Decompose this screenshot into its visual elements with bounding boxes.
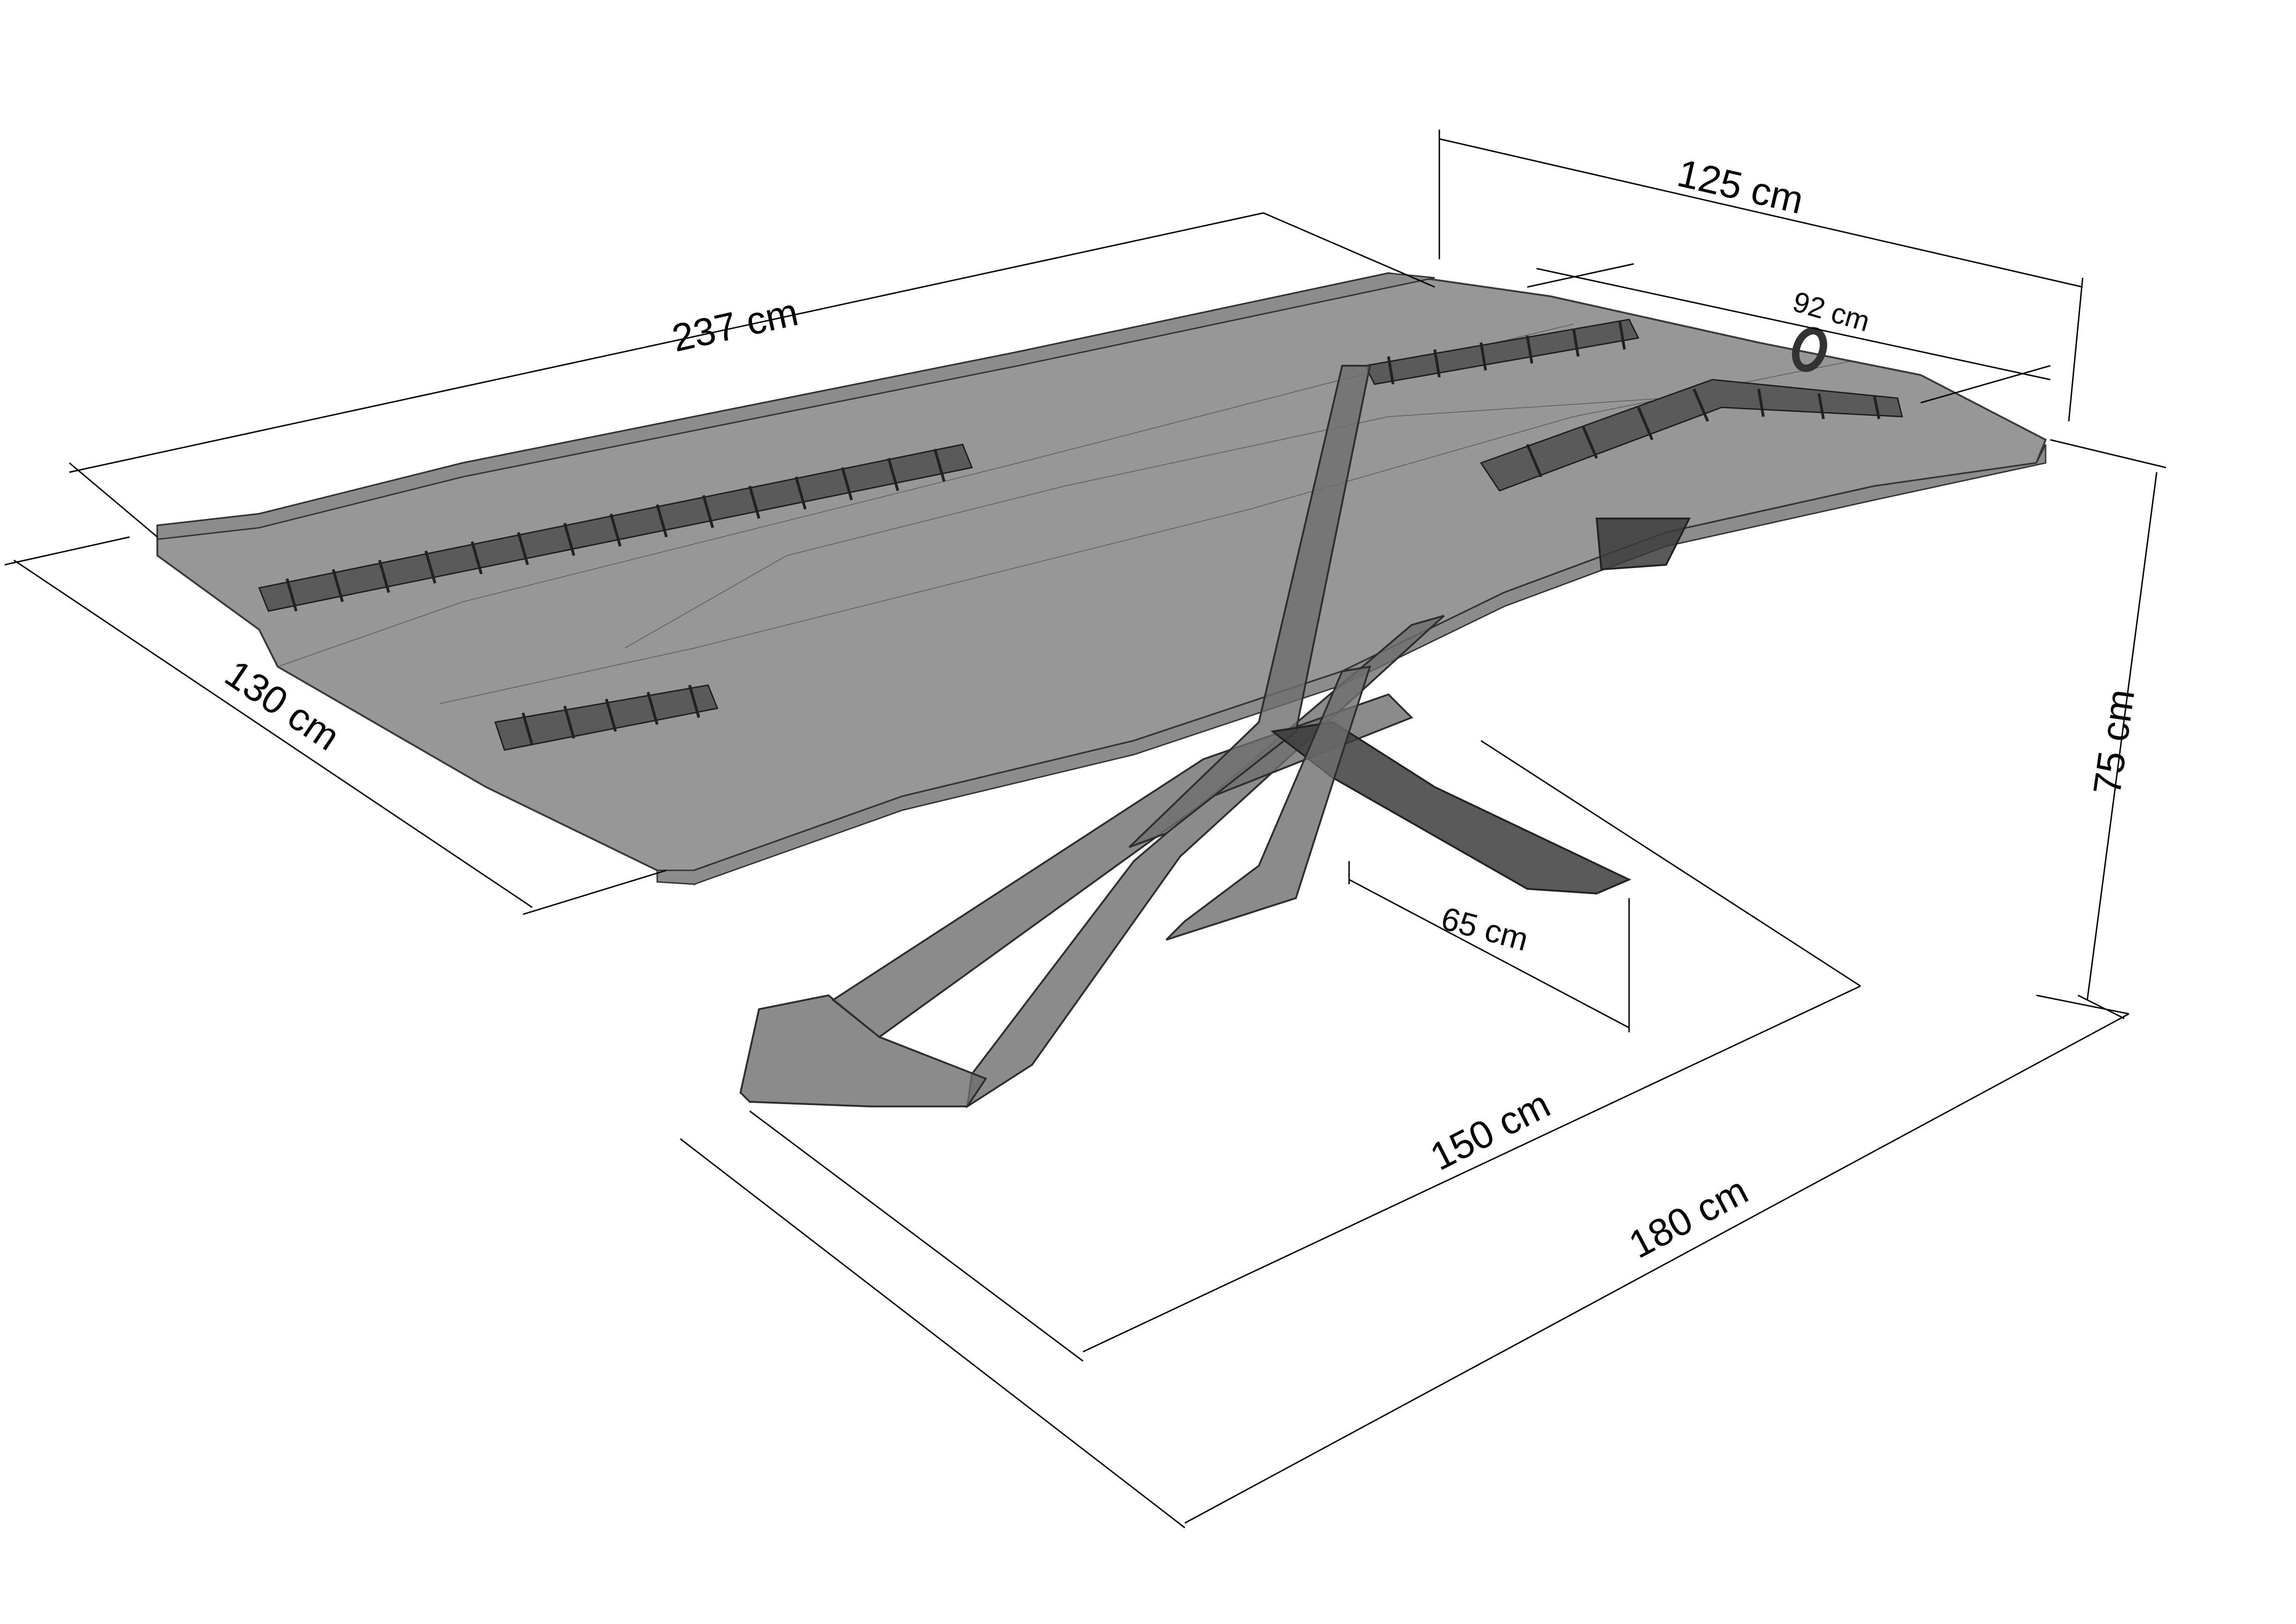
table-legs (739, 365, 1691, 1109)
dimension-label-150: 150 cm (1423, 1082, 1556, 1179)
leg-front-short (1165, 665, 1371, 941)
leg-front-left (966, 615, 1445, 1109)
leg-cross-a (831, 693, 1413, 1038)
rail-track-right-top (1364, 319, 1640, 385)
tyre-ornament (1792, 327, 1827, 372)
table-top (156, 272, 2047, 886)
leg-back-right (1270, 721, 1631, 895)
dimension-label-125: 125 cm (1674, 151, 1808, 222)
dimension-label-65: 65 cm (1437, 900, 1532, 958)
rail-track-right-junction (1480, 379, 1903, 492)
rail-track-left-top (258, 443, 973, 612)
dimension-height-75: 75 cm (2050, 439, 2166, 1019)
dimension-label-237: 237 cm (668, 290, 802, 360)
table-top-front-edge (656, 444, 2047, 885)
dimension-label-75: 75 cm (2085, 687, 2143, 798)
table-top-back-edge (156, 272, 1435, 540)
table-top-surface (156, 272, 2047, 886)
leg-cross-b (1128, 365, 1371, 848)
rail-track-left-bottom (494, 684, 719, 751)
leg-back-upper (1595, 518, 1691, 571)
dimension-label-92: 92 cm (1789, 286, 1873, 338)
